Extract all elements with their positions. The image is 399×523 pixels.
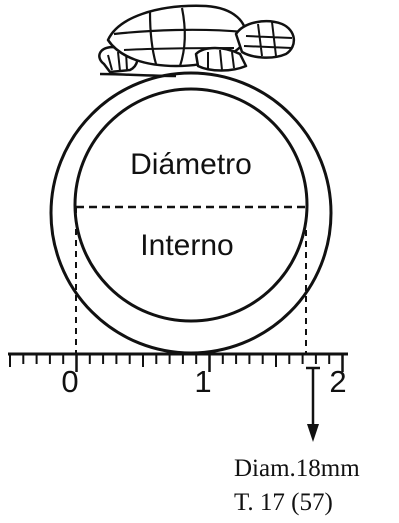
ring-inner-circle xyxy=(73,87,309,323)
label-interno: Interno xyxy=(140,229,233,262)
measurement-arrow xyxy=(306,366,320,442)
size-note: T. 17 (57) xyxy=(234,489,333,516)
turtle-ornament xyxy=(98,4,295,78)
ruler-label-2: 2 xyxy=(329,364,346,399)
ruler-label-0: 0 xyxy=(61,364,78,399)
ruler-label-1: 1 xyxy=(194,364,211,399)
diameter-note: Diam.18mm xyxy=(234,455,360,482)
ring-outer-circle xyxy=(49,71,333,355)
ruler xyxy=(8,352,348,372)
label-diametro: Diámetro xyxy=(130,148,252,181)
ruler-ticks xyxy=(9,354,344,372)
